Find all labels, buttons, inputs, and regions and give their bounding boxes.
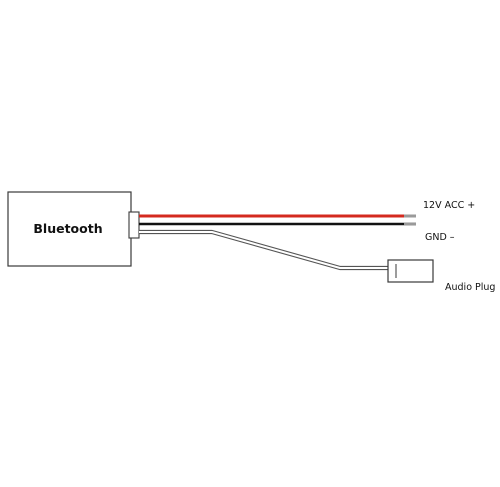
audio-cable-core xyxy=(139,231,389,269)
power-label: 12V ACC + xyxy=(423,200,475,211)
audio-cable xyxy=(139,229,389,271)
bluetooth-module-box xyxy=(7,191,132,267)
audio-plug-label: Audio Plug xyxy=(445,282,495,293)
audio-plug-connector xyxy=(387,259,434,283)
ground-label: GND – xyxy=(425,232,455,243)
module-connector xyxy=(128,211,140,239)
bluetooth-module-label: Bluetooth xyxy=(33,221,102,236)
